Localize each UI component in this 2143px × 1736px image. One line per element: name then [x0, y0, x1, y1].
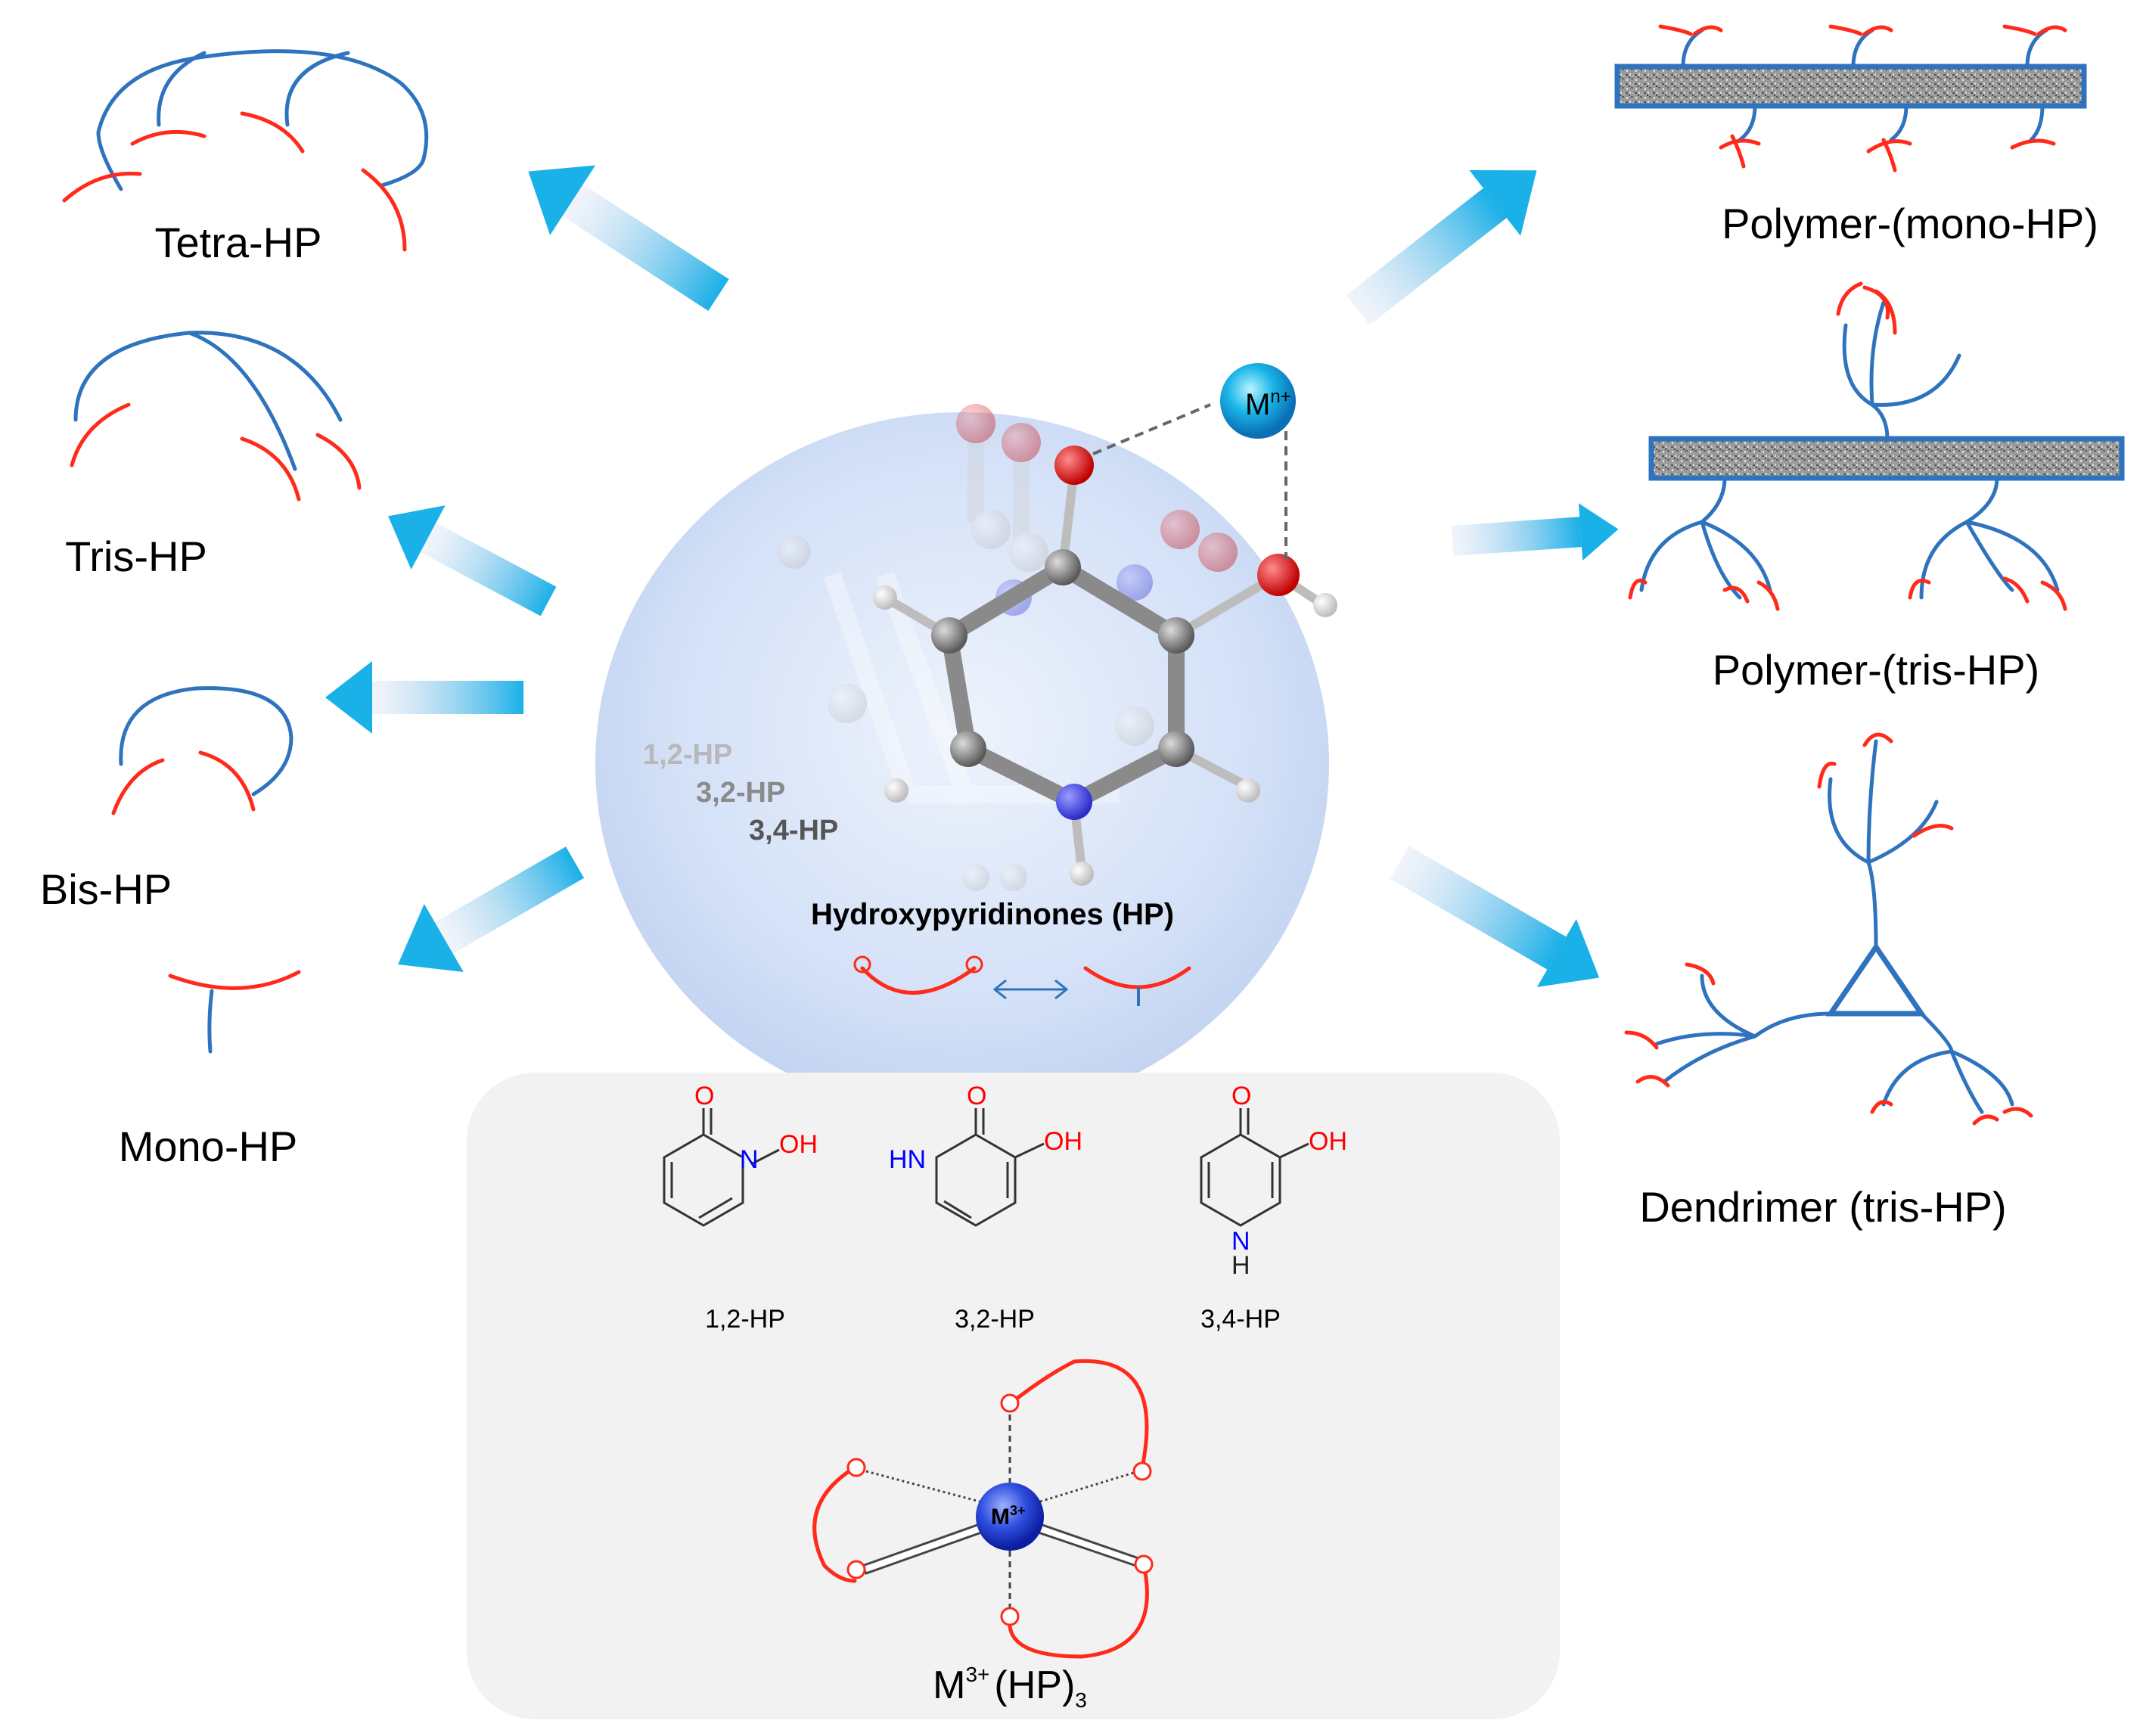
metal-ion-label: Mn+	[1245, 387, 1291, 421]
oxygen-atom: O	[1231, 1082, 1251, 1110]
caption-3-4-hp: 3,4-HP	[1200, 1305, 1281, 1334]
oxygen-atom: O	[967, 1082, 986, 1110]
hydroxyl-group: OH	[1044, 1127, 1082, 1156]
metal-3plus-ball	[976, 1483, 1044, 1551]
bis-hp-scaffold	[111, 686, 293, 815]
oxygen-atom: O	[694, 1082, 714, 1110]
caption-3-2-hp: 3,2-HP	[955, 1305, 1035, 1334]
arrow-to-dendrimer	[1390, 846, 1600, 988]
polymer-tris-hp-scaffold	[1628, 281, 2125, 611]
structure-1-2-hp: O N OH	[663, 1082, 818, 1227]
bis-hp-label: Bis-HP	[40, 865, 172, 913]
arrow-to-mono-hp	[398, 846, 584, 973]
nitrogen-atom: N	[1231, 1227, 1250, 1256]
center-hub: Mn+ 1,2-HP 3,2-HP 3,4-HP Hydroxypyridino…	[595, 363, 1337, 1116]
mono-hp-scaffold	[168, 970, 301, 1054]
metal-3plus-label: M3+	[991, 1503, 1026, 1529]
ligand-equivalence-icon	[853, 955, 1191, 1006]
polymer-mono-hp-label: Polymer-(mono-HP)	[1722, 200, 2098, 247]
tris-hp-scaffold	[70, 331, 362, 502]
arrow-to-polymer-mono-hp	[1346, 170, 1537, 325]
metal-ion-ball	[1220, 363, 1296, 439]
nitrogen-atom: N	[740, 1145, 759, 1174]
hp-molecule-3d	[873, 446, 1337, 886]
dendrimer-scaffold	[1624, 732, 2033, 1126]
hydroxyl-group: OH	[1309, 1127, 1347, 1156]
arrow-to-tris-hp	[388, 505, 557, 616]
caption-1-2-hp: 1,2-HP	[705, 1305, 785, 1334]
dendrimer-label: Dendrimer (tris-HP)	[1639, 1183, 2006, 1231]
isomer-label-3-4: 3,4-HP	[749, 815, 838, 846]
structure-3-4-hp: O N H OH	[1200, 1082, 1347, 1280]
hydroxyl-group: OH	[779, 1130, 818, 1159]
tris-hp-label: Tris-HP	[65, 533, 207, 580]
complex-caption: M3+(HP)3	[933, 1663, 1087, 1712]
polymer-tris-hp-label: Polymer-(tris-HP)	[1713, 646, 2039, 694]
arrow-to-bis-hp	[325, 661, 523, 734]
mono-hp-label: Mono-HP	[119, 1123, 298, 1170]
arrow-to-tetra-hp	[528, 165, 729, 311]
metal-complex: M3+	[812, 1359, 1154, 1659]
tetra-hp-label: Tetra-HP	[155, 219, 322, 266]
dendrimer-core-triangle	[1825, 942, 1927, 1017]
polymer-backbone-2	[1648, 436, 2125, 481]
nh-hydrogen: H	[1231, 1251, 1250, 1280]
inset-panel: O N OH 1,2-HP O HN OH 3,2-HP O N	[467, 1073, 1560, 1719]
arrows	[325, 165, 1619, 988]
structure-3-2-hp: O HN OH	[889, 1082, 1082, 1227]
nitrogen-atom: HN	[889, 1145, 926, 1174]
polymer-backbone	[1614, 64, 2087, 109]
tetra-hp-scaffold	[62, 49, 429, 252]
isomer-label-3-2: 3,2-HP	[696, 777, 785, 809]
isomer-label-1-2: 1,2-HP	[643, 739, 732, 771]
arrow-to-polymer-tris-hp	[1451, 503, 1619, 561]
center-title: Hydroxypyridinones (HP)	[811, 898, 1174, 931]
polymer-mono-hp-scaffold	[1614, 24, 2087, 172]
